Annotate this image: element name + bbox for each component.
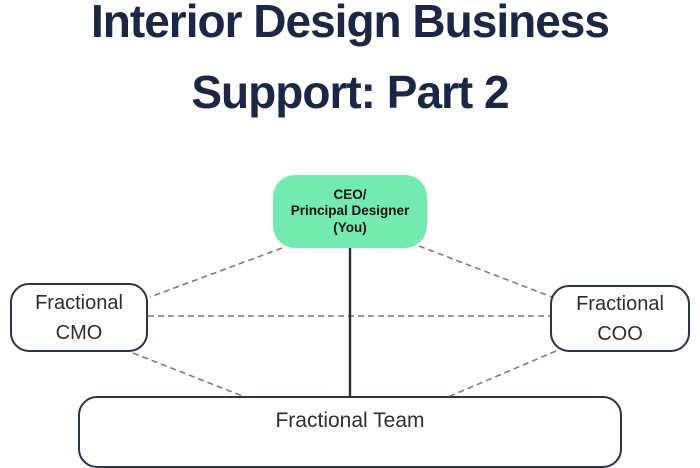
ceo-label-line1: CEO/ [333, 186, 367, 202]
edge-ceo-cmo [149, 247, 283, 298]
edge-coo-team [447, 350, 557, 398]
coo-label-line2: COO [597, 322, 643, 345]
ceo-label-line3: (You) [333, 219, 367, 235]
node-ceo-principal-designer: CEO/ Principal Designer (You) [273, 175, 427, 248]
coo-label-line1: Fractional [576, 292, 664, 315]
page-title: Interior Design Business Support: Part 2 [0, 0, 700, 128]
edge-cmo-team [132, 352, 246, 398]
ceo-label-line2: Principal Designer [290, 203, 410, 219]
page-title-line1: Interior Design Business [91, 0, 610, 47]
edge-ceo-coo [418, 245, 553, 298]
cmo-label-line2: CMO [55, 321, 103, 344]
cmo-label-line1: Fractional [35, 291, 123, 314]
page-title-line2: Support: Part 2 [191, 66, 509, 118]
team-label: Fractional Team [275, 409, 425, 432]
node-fractional-cmo: Fractional CMO [10, 283, 148, 352]
node-fractional-coo: Fractional COO [550, 285, 690, 352]
org-chart-connectors [132, 245, 557, 398]
node-fractional-team: Fractional Team [78, 396, 622, 468]
